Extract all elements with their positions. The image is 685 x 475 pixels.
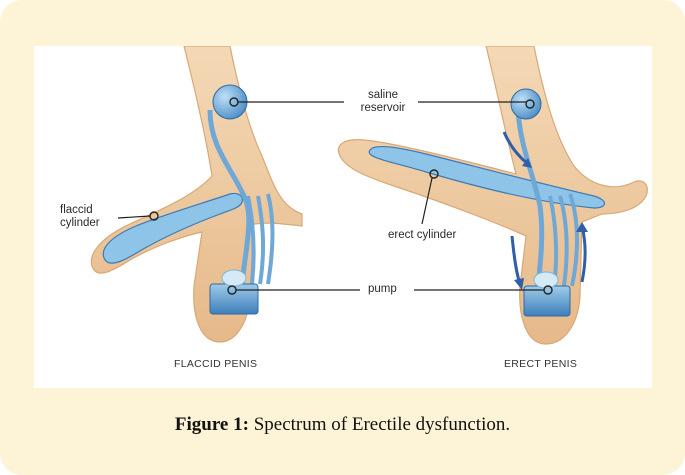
erect-cylinder-label: erect cylinder [388, 229, 456, 242]
pump-label: pump [368, 283, 397, 296]
erect-panel-title: ERECT PENIS [504, 358, 577, 370]
flaccid-cylinder-label-line1: flaccid [60, 204, 100, 217]
flow-arrow-down-lower [512, 236, 520, 284]
flaccid-panel-title: FLACCID PENIS [174, 358, 257, 370]
flaccid-illustration [91, 46, 302, 342]
flow-arrow-up [582, 226, 585, 282]
figure-caption-text: Spectrum of Erectile dysfunction. [254, 414, 510, 435]
flaccid-cylinder-label-line2: cylinder [60, 217, 100, 230]
saline-reservoir-label-line1: saline [352, 89, 414, 102]
saline-reservoir-label: saline reservoir [352, 89, 414, 115]
flaccid-cylinder-label: flaccid cylinder [60, 204, 100, 230]
figure-caption-label: Figure 1: [175, 414, 249, 435]
saline-reservoir-label-line2: reservoir [352, 102, 414, 115]
flaccid-body-skin [91, 46, 302, 342]
illustration-panel: saline reservoir flaccid cylinder erect … [34, 46, 652, 388]
figure-caption: Figure 1: Spectrum of Erectile dysfuncti… [0, 414, 685, 436]
penile-implant-illustration [34, 46, 652, 388]
flaccid-pump [210, 284, 258, 314]
